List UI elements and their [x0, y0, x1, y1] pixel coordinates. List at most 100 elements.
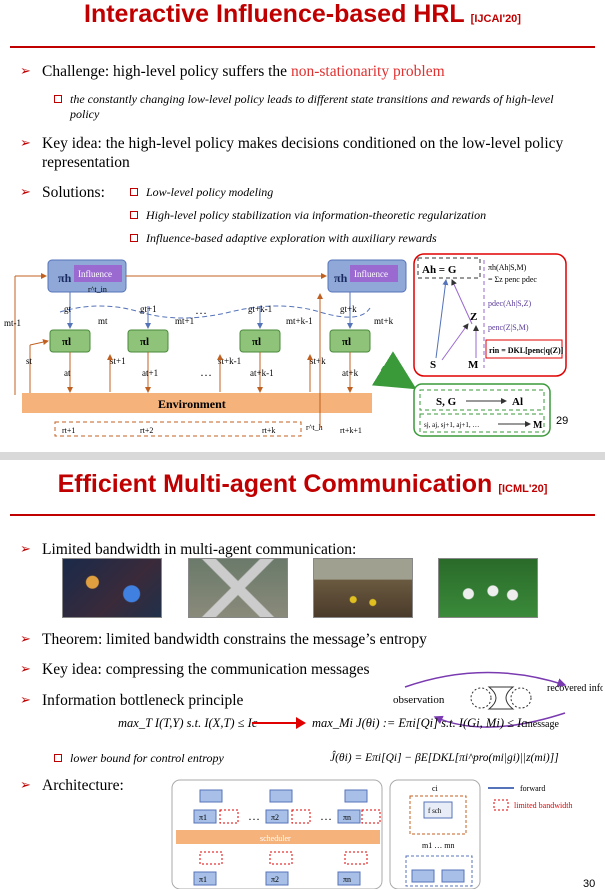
challenge-sub-text: the constantly changing low-level policy… [70, 92, 554, 121]
svg-text:sj, aj, sj+1, aj+1, …: sj, aj, sj+1, aj+1, … [424, 421, 479, 429]
svg-text:…: … [320, 809, 332, 823]
svg-text:πl: πl [342, 336, 351, 348]
svg-text:πn: πn [343, 875, 351, 884]
svg-text:Z: Z [470, 311, 477, 323]
svg-text:πl: πl [62, 336, 71, 348]
svg-text:m1 … mn: m1 … mn [422, 841, 454, 850]
robots-ground-photo [313, 558, 413, 618]
environment-bar [22, 393, 372, 413]
venue-tag: [IJCAI'20] [470, 13, 521, 25]
svg-text:mt+k-1: mt+k-1 [286, 316, 313, 326]
arrow-bullet-icon: ➢ [20, 693, 31, 708]
arrow-bullet-icon: ➢ [20, 542, 31, 557]
challenge-text: Challenge: high-level policy suffers the [42, 63, 291, 80]
square-bullet-icon [54, 754, 62, 762]
architecture-diagram: π1 π2 πn … … scheduler π1 π2 πn ci f sch… [171, 779, 572, 889]
svg-text:πl: πl [252, 336, 261, 348]
bullet-challenge: ➢ Challenge: high-level policy suffers t… [20, 62, 595, 81]
svg-text:πl: πl [140, 336, 149, 348]
arrow-bullet-icon: ➢ [20, 632, 31, 647]
svg-text:mt+k: mt+k [374, 316, 394, 326]
svg-text:M: M [468, 359, 479, 371]
high-policy-label: πh [334, 271, 348, 285]
high-policy-label: πh [58, 271, 72, 285]
arrow-bullet-icon: ➢ [20, 778, 31, 793]
svg-text:pdec(Ah|S,Z): pdec(Ah|S,Z) [488, 299, 531, 308]
svg-text:π2: π2 [271, 813, 279, 822]
formula-ib-right: max_Mi J(θi) := Eπi[Qi] s.t. I(Gi, Mi) ≤… [312, 716, 527, 730]
bullet-solutions: ➢ Solutions: [20, 183, 130, 202]
slide-ijcai: Interactive Influence-based HRL [IJCAI'20… [0, 0, 605, 437]
ib-diagram: observation recovered information messag… [393, 671, 603, 730]
influence-box [350, 265, 398, 282]
solution-item: Low-level policy modeling [130, 185, 590, 200]
sub-bullet-lower-bound: lower bound for control entropy [54, 751, 314, 766]
svg-text:message: message [525, 719, 559, 730]
svg-text:st: st [26, 356, 33, 366]
limited-bandwidth-legend-icon [493, 799, 509, 811]
square-bullet-icon [130, 211, 138, 219]
bullet-key-idea: ➢ Key idea: compressing the communicatio… [20, 661, 370, 678]
svg-text:gt+1: gt+1 [140, 304, 157, 314]
svg-text:Al: Al [512, 396, 523, 408]
arrow-bullet-icon: ➢ [20, 64, 31, 79]
svg-text:…: … [200, 365, 212, 379]
svg-text:rt+2: rt+2 [140, 426, 153, 435]
scheduler-label: scheduler [260, 834, 291, 843]
key-idea-text: Key idea: the high-level policy makes de… [42, 135, 564, 171]
influence-label: Influence [78, 269, 112, 279]
svg-text:π1: π1 [199, 813, 207, 822]
svg-text:st+k-1: st+k-1 [218, 356, 241, 366]
slide-separator [0, 452, 605, 460]
title-rule [10, 514, 595, 516]
formula-ib-left: max_T I(T,Y) s.t. I(X,T) ≤ Ic [118, 716, 258, 730]
svg-text:gt+k: gt+k [340, 304, 357, 314]
slide-title: Interactive Influence-based HRL [84, 0, 465, 28]
r-in-label: r^t_in [88, 285, 107, 294]
svg-text:st+k: st+k [310, 356, 326, 366]
svg-text:rt+k+1: rt+k+1 [340, 426, 362, 435]
sub-bullet-challenge: the constantly changing low-level policy… [54, 92, 554, 122]
slide-title-bar: Interactive Influence-based HRL [IJCAI'20… [0, 0, 605, 46]
r-h-label: r^t_h [306, 423, 323, 432]
red-arrow-icon [252, 717, 306, 729]
svg-text:rt+k: rt+k [262, 426, 275, 435]
solutions-label: Solutions: [42, 184, 105, 201]
slide-title: Efficient Multi-agent Communication [57, 470, 493, 498]
svg-text:M: M [533, 420, 543, 431]
svg-text:forward: forward [520, 784, 545, 793]
scheduler-bar [176, 830, 380, 844]
svg-text:πn: πn [343, 813, 351, 822]
solution-item: High-level policy stabilization via info… [130, 208, 590, 223]
hrl-diagram: πh Influence r^t_in πh Influence πl πl π… [4, 253, 567, 437]
svg-text:π1: π1 [199, 875, 207, 884]
starcraft-photo [62, 558, 162, 618]
svg-text:π2: π2 [271, 875, 279, 884]
robot-soccer-photo [438, 558, 538, 618]
arrow-bullet-icon: ➢ [20, 662, 31, 677]
svg-text:mt+1: mt+1 [175, 316, 194, 326]
svg-text:= Σz penc pdec: = Σz penc pdec [488, 275, 537, 284]
green-arrow-icon [371, 351, 417, 390]
svg-text:πh(Ah|S,M): πh(Ah|S,M) [488, 263, 527, 272]
arrow-bullet-icon: ➢ [20, 136, 31, 151]
bullet-theorem: ➢ Theorem: limited bandwidth constrains … [20, 631, 427, 648]
svg-text:S, G: S, G [436, 396, 457, 408]
square-bullet-icon [54, 95, 62, 103]
influence-box [74, 265, 122, 282]
bullet-ib: ➢ Information bottleneck principle [20, 692, 244, 709]
svg-text:penc(Z|S,M): penc(Z|S,M) [488, 323, 529, 332]
svg-text:observation: observation [393, 694, 445, 706]
slide-title-bar: Efficient Multi-agent Communication[ICML… [0, 470, 605, 516]
page-number: 30 [583, 878, 596, 889]
formula-lower-bound: Ĵ(θi) = Eπi[Qi] − βE[DKL[πi^pro(mi|gi)||… [330, 752, 559, 764]
solution-item: Influence-based adaptive exploration wit… [130, 231, 590, 246]
svg-text:gt+k-1: gt+k-1 [248, 304, 272, 314]
svg-text:rt+1: rt+1 [62, 426, 75, 435]
square-bullet-icon [130, 234, 138, 242]
goal-dashed-line [59, 305, 371, 319]
arrow-bullet-icon: ➢ [20, 185, 31, 200]
svg-text:recovered information: recovered information [547, 683, 603, 694]
challenge-highlight: non-stationarity problem [290, 63, 445, 80]
slide-icml: Efficient Multi-agent Communication[ICML… [0, 460, 605, 889]
